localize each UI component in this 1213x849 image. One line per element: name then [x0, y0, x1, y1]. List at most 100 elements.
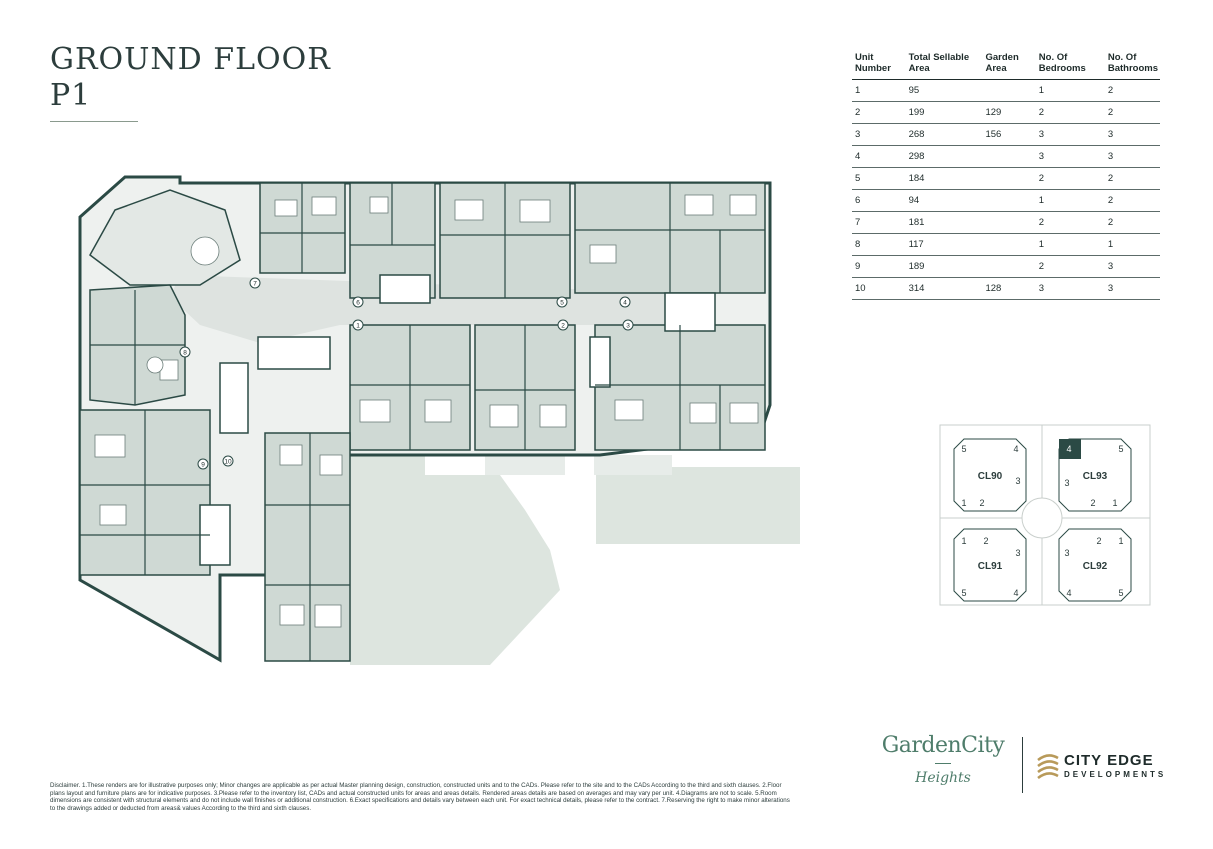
key-unit-number: 3	[1064, 548, 1069, 558]
table-cell: 156	[982, 123, 1036, 146]
unit-marker-6: 6	[352, 296, 364, 308]
unit-marker-2: 2	[557, 319, 569, 331]
lift-core-north	[379, 274, 431, 304]
table-cell	[982, 211, 1036, 234]
table-cell: 128	[982, 277, 1036, 300]
key-building-name: CL93	[1083, 471, 1108, 482]
key-unit-number: 4	[1013, 444, 1018, 454]
table-cell: 268	[905, 123, 983, 146]
garden-city-dash	[935, 763, 951, 764]
heights-wordmark: Heights	[915, 770, 971, 786]
table-cell: 3	[1035, 123, 1105, 146]
city-edge-wordmark: CITY EDGE	[1064, 752, 1154, 769]
lift-core	[257, 336, 331, 370]
table-cell: 1	[1104, 233, 1160, 256]
key-unit-number: 2	[979, 498, 984, 508]
table-cell: 2	[1104, 79, 1160, 102]
table-cell: 181	[905, 211, 983, 234]
table-cell: 1	[852, 79, 906, 102]
table-cell: 3	[1104, 145, 1160, 168]
unit-marker-9: 9	[197, 458, 209, 470]
table-cell	[982, 233, 1036, 256]
terrace-left	[485, 455, 565, 475]
unit-marker-1: 1	[352, 319, 364, 331]
terrace-right	[594, 455, 672, 475]
key-building-name: CL92	[1083, 561, 1108, 572]
developments-wordmark: DEVELOPMENTS	[1064, 770, 1167, 779]
table-cell: 2	[1035, 255, 1105, 278]
table-cell: 2	[1104, 101, 1160, 124]
page-title-line2: P1	[50, 78, 92, 113]
table-cell: 184	[905, 167, 983, 190]
private-garden-left	[350, 450, 560, 665]
stair-core-east	[589, 336, 611, 388]
table-cell: 2	[1104, 189, 1160, 212]
garden-city-wordmark: GardenCity	[881, 733, 1005, 758]
table-cell: 3	[1035, 277, 1105, 300]
table-cell: 2	[1104, 211, 1160, 234]
col-unit-number: Unit Number	[852, 50, 906, 80]
page-title-line1: GROUND FLOOR	[50, 42, 331, 77]
key-unit-number: 3	[1015, 548, 1020, 558]
unit-marker-label: 2	[561, 323, 565, 330]
unit-marker-5: 5	[556, 296, 568, 308]
key-unit-number: 5	[1118, 588, 1123, 598]
key-unit-number: 4	[1013, 588, 1018, 598]
unit-marker-10: 10	[222, 455, 234, 467]
unit-marker-label: 8	[183, 350, 187, 357]
table-cell: 3	[1035, 145, 1105, 168]
title-rule	[50, 121, 138, 122]
brand-divider	[1022, 737, 1023, 793]
unit-marker-label: 3	[626, 323, 630, 330]
key-unit-number: 3	[1064, 478, 1069, 488]
key-unit-number: 3	[1015, 476, 1020, 486]
key-unit-number: 4	[1066, 588, 1071, 598]
table-cell	[982, 189, 1036, 212]
table-cell: 3	[1104, 277, 1160, 300]
table-cell: 298	[905, 145, 983, 168]
unit-markers: 1 2 3 4 5 6 7 8 9 10	[179, 277, 634, 470]
table-cell: 9	[852, 255, 906, 278]
table-cell: 2	[1104, 167, 1160, 190]
disclaimer-text: Disclaimer. 1.These renders are for illu…	[50, 782, 790, 812]
unit-marker-label: 7	[253, 281, 257, 288]
key-unit-number: 4	[1066, 444, 1071, 454]
table-cell: 5	[852, 167, 906, 190]
key-unit-number: 1	[1118, 536, 1123, 546]
col-total-area: Total Sellable Area	[905, 50, 983, 80]
table-cell: 1	[1035, 79, 1105, 102]
table-cell: 189	[905, 255, 983, 278]
floor-plan: 1 2 3 4 5 6 7 8 9 10	[78, 175, 800, 665]
key-unit-number: 2	[983, 536, 988, 546]
key-building-name: CL90	[978, 471, 1003, 482]
table-cell: 3	[852, 123, 906, 146]
stair-core	[219, 362, 249, 434]
table-cell: 2	[1035, 101, 1105, 124]
key-unit-number: 5	[961, 588, 966, 598]
table-cell: 1	[1035, 233, 1105, 256]
city-edge-logo-icon	[1037, 754, 1059, 780]
unit-marker-4: 4	[619, 296, 631, 308]
unit-marker-3: 3	[622, 319, 634, 331]
key-building-name: CL91	[978, 561, 1003, 572]
unit-marker-label: 5	[560, 300, 564, 307]
table-cell: 2	[1035, 167, 1105, 190]
col-bathrooms: No. Of Bathrooms	[1104, 50, 1160, 80]
unit-marker-8: 8	[179, 346, 191, 358]
table-cell: 117	[905, 233, 983, 256]
table-cell: 3	[1104, 123, 1160, 146]
table-cell: 94	[905, 189, 983, 212]
unit-marker-label: 10	[224, 459, 232, 466]
